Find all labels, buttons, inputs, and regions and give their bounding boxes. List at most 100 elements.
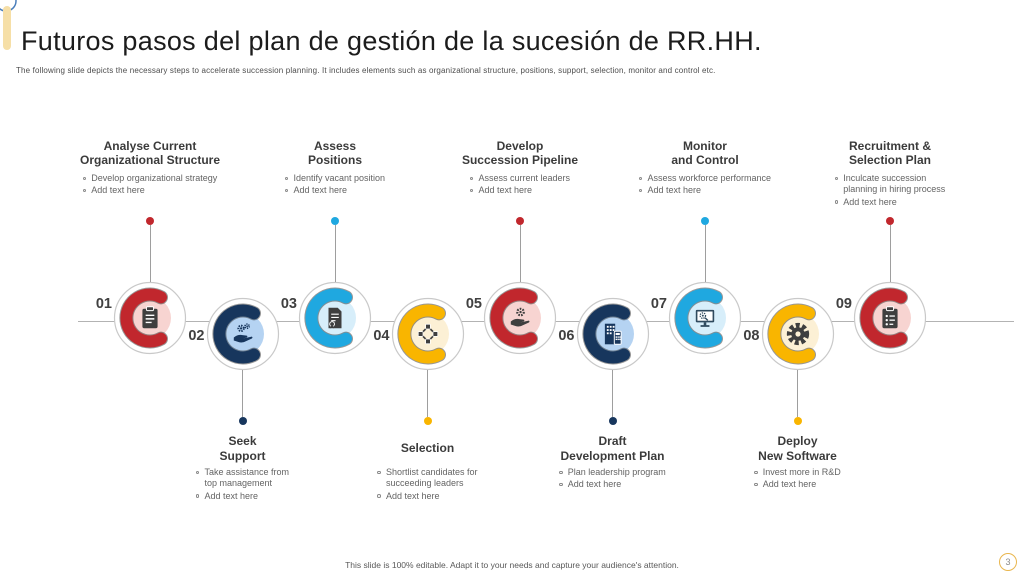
bullet-text: Take assistance from top management [204, 467, 290, 489]
bullet-marker [754, 470, 758, 474]
vacancy-document-icon [322, 305, 348, 331]
step-node-graphic [198, 289, 288, 379]
bullet-text: Invest more in R&D [762, 467, 841, 477]
bullet-item: Inculcate succession planning in hiring … [834, 173, 946, 196]
page-number-badge: 3 [999, 553, 1017, 571]
bullet-text: Assess workforce performance [647, 173, 772, 183]
slide-subtitle: The following slide depicts the necessar… [16, 66, 716, 75]
step-node-graphic [105, 273, 195, 363]
step-title: Deploy New Software [758, 434, 837, 463]
step-number: 03 [280, 296, 297, 312]
step-title: Analyse Current Organizational Structure [79, 138, 221, 167]
step-connector-dot [701, 217, 709, 225]
bullet-text: Add text here [293, 185, 348, 196]
bullet-text: Add text here [843, 196, 897, 207]
step-bullet-list: Invest more in R&D Add text here [754, 467, 841, 492]
step-title: Monitor and Control [671, 138, 739, 167]
bullet-text: Plan leadership program [567, 467, 666, 477]
bullet-marker [559, 470, 563, 474]
step-connector-dot [238, 417, 247, 425]
step-node-graphic [383, 289, 473, 379]
bullet-item: Plan leadership program [559, 467, 666, 478]
bullet-marker [195, 470, 200, 474]
gear-icon [785, 321, 811, 347]
step-connector-line [427, 370, 428, 417]
building-calculator-icon [600, 321, 626, 347]
step-title: Selection [400, 441, 455, 456]
bullet-item: Add text here [638, 185, 771, 196]
step-text-block: Assess Positions Identify vacant positio… [235, 130, 435, 198]
step-text-block: Draft Development Plan Plan leadership p… [513, 434, 713, 492]
bullet-marker [638, 176, 643, 180]
step-text-block: Recruitment & Selection Plan Inculcate s… [790, 130, 990, 209]
bullet-text: Add text here [385, 490, 440, 501]
step-number: 04 [373, 328, 390, 344]
bullet-text: Assess current leaders [478, 173, 571, 183]
bullet-marker [82, 188, 87, 193]
bullet-marker [284, 176, 289, 180]
slide-title: Futuros pasos del plan de gestión de la … [21, 26, 762, 56]
step-connector-line [242, 370, 243, 417]
step-connector-dot [146, 217, 154, 225]
step-connector-dot [423, 417, 432, 425]
step-bullet-list: Shortlist candidates for succeeding lead… [377, 467, 478, 503]
bullet-text: Add text here [204, 490, 259, 501]
bullet-text: Add text here [762, 479, 817, 490]
bullet-item: Assess current leaders [469, 173, 571, 184]
step-title: Seek Support [219, 434, 266, 463]
bullet-text: Add text here [567, 479, 622, 490]
bullet-marker [834, 200, 839, 204]
step-text-block: Analyse Current Organizational Structure… [50, 130, 250, 198]
bullet-item: Add text here [284, 185, 385, 196]
step-number: 08 [743, 328, 760, 344]
step-connector-dot [516, 217, 524, 225]
bullet-marker [638, 188, 643, 193]
step-connector-line [797, 370, 798, 417]
step-node-graphic [660, 273, 750, 363]
bullet-marker [377, 470, 381, 474]
bullet-item: Shortlist candidates for succeeding lead… [377, 467, 478, 490]
step-text-block: Selection Shortlist candidates for succe… [328, 434, 528, 503]
bullet-text: Add text here [478, 185, 533, 196]
step-node-graphic [475, 273, 565, 363]
bullet-item: Add text here [377, 491, 477, 502]
bullet-item: Assess workforce performance [638, 173, 772, 184]
bullet-text: Inculcate succession planning in hiring … [843, 173, 946, 195]
step-text-block: Monitor and Control Assess workforce per… [605, 130, 805, 198]
bullet-text: Add text here [647, 185, 702, 196]
step-number: 07 [650, 296, 667, 312]
step-connector-dot [886, 217, 894, 225]
step-bullet-list: Inculcate succession planning in hiring … [834, 173, 946, 209]
bullet-marker [469, 176, 474, 180]
step-connector-line [519, 225, 521, 282]
bullet-marker [195, 494, 200, 498]
hand-gear-icon [507, 305, 533, 331]
step-text-block: Deploy New Software Invest more in R&D Ad… [698, 434, 898, 492]
step-connector-line [334, 225, 336, 282]
step-number: 06 [558, 328, 575, 344]
step-number: 05 [465, 296, 482, 312]
bullet-marker [82, 176, 87, 180]
step-connector-dot [793, 417, 802, 425]
bullet-item: Add text here [834, 196, 946, 208]
title-accent-bar [3, 6, 11, 50]
step-text-block: Develop Succession Pipeline Assess curre… [420, 130, 620, 198]
monitor-search-icon [692, 305, 718, 331]
step-connector-dot [331, 217, 339, 225]
bullet-marker [559, 482, 563, 487]
bullet-marker [834, 176, 839, 180]
bullet-text: Add text here [91, 185, 145, 196]
step-title: Develop Succession Pipeline [461, 138, 579, 167]
bullet-marker [284, 188, 289, 193]
footer-note: This slide is 100% editable. Adapt it to… [345, 560, 679, 570]
bullet-item: Develop organizational strategy [82, 173, 217, 184]
step-text-block: Seek Support Take assistance from top ma… [143, 434, 343, 503]
step-title: Assess Positions [307, 138, 362, 167]
step-connector-line [149, 225, 151, 282]
bullet-item: Add text here [195, 490, 289, 502]
bullet-item: Invest more in R&D [754, 467, 841, 478]
step-number: 02 [188, 328, 205, 344]
